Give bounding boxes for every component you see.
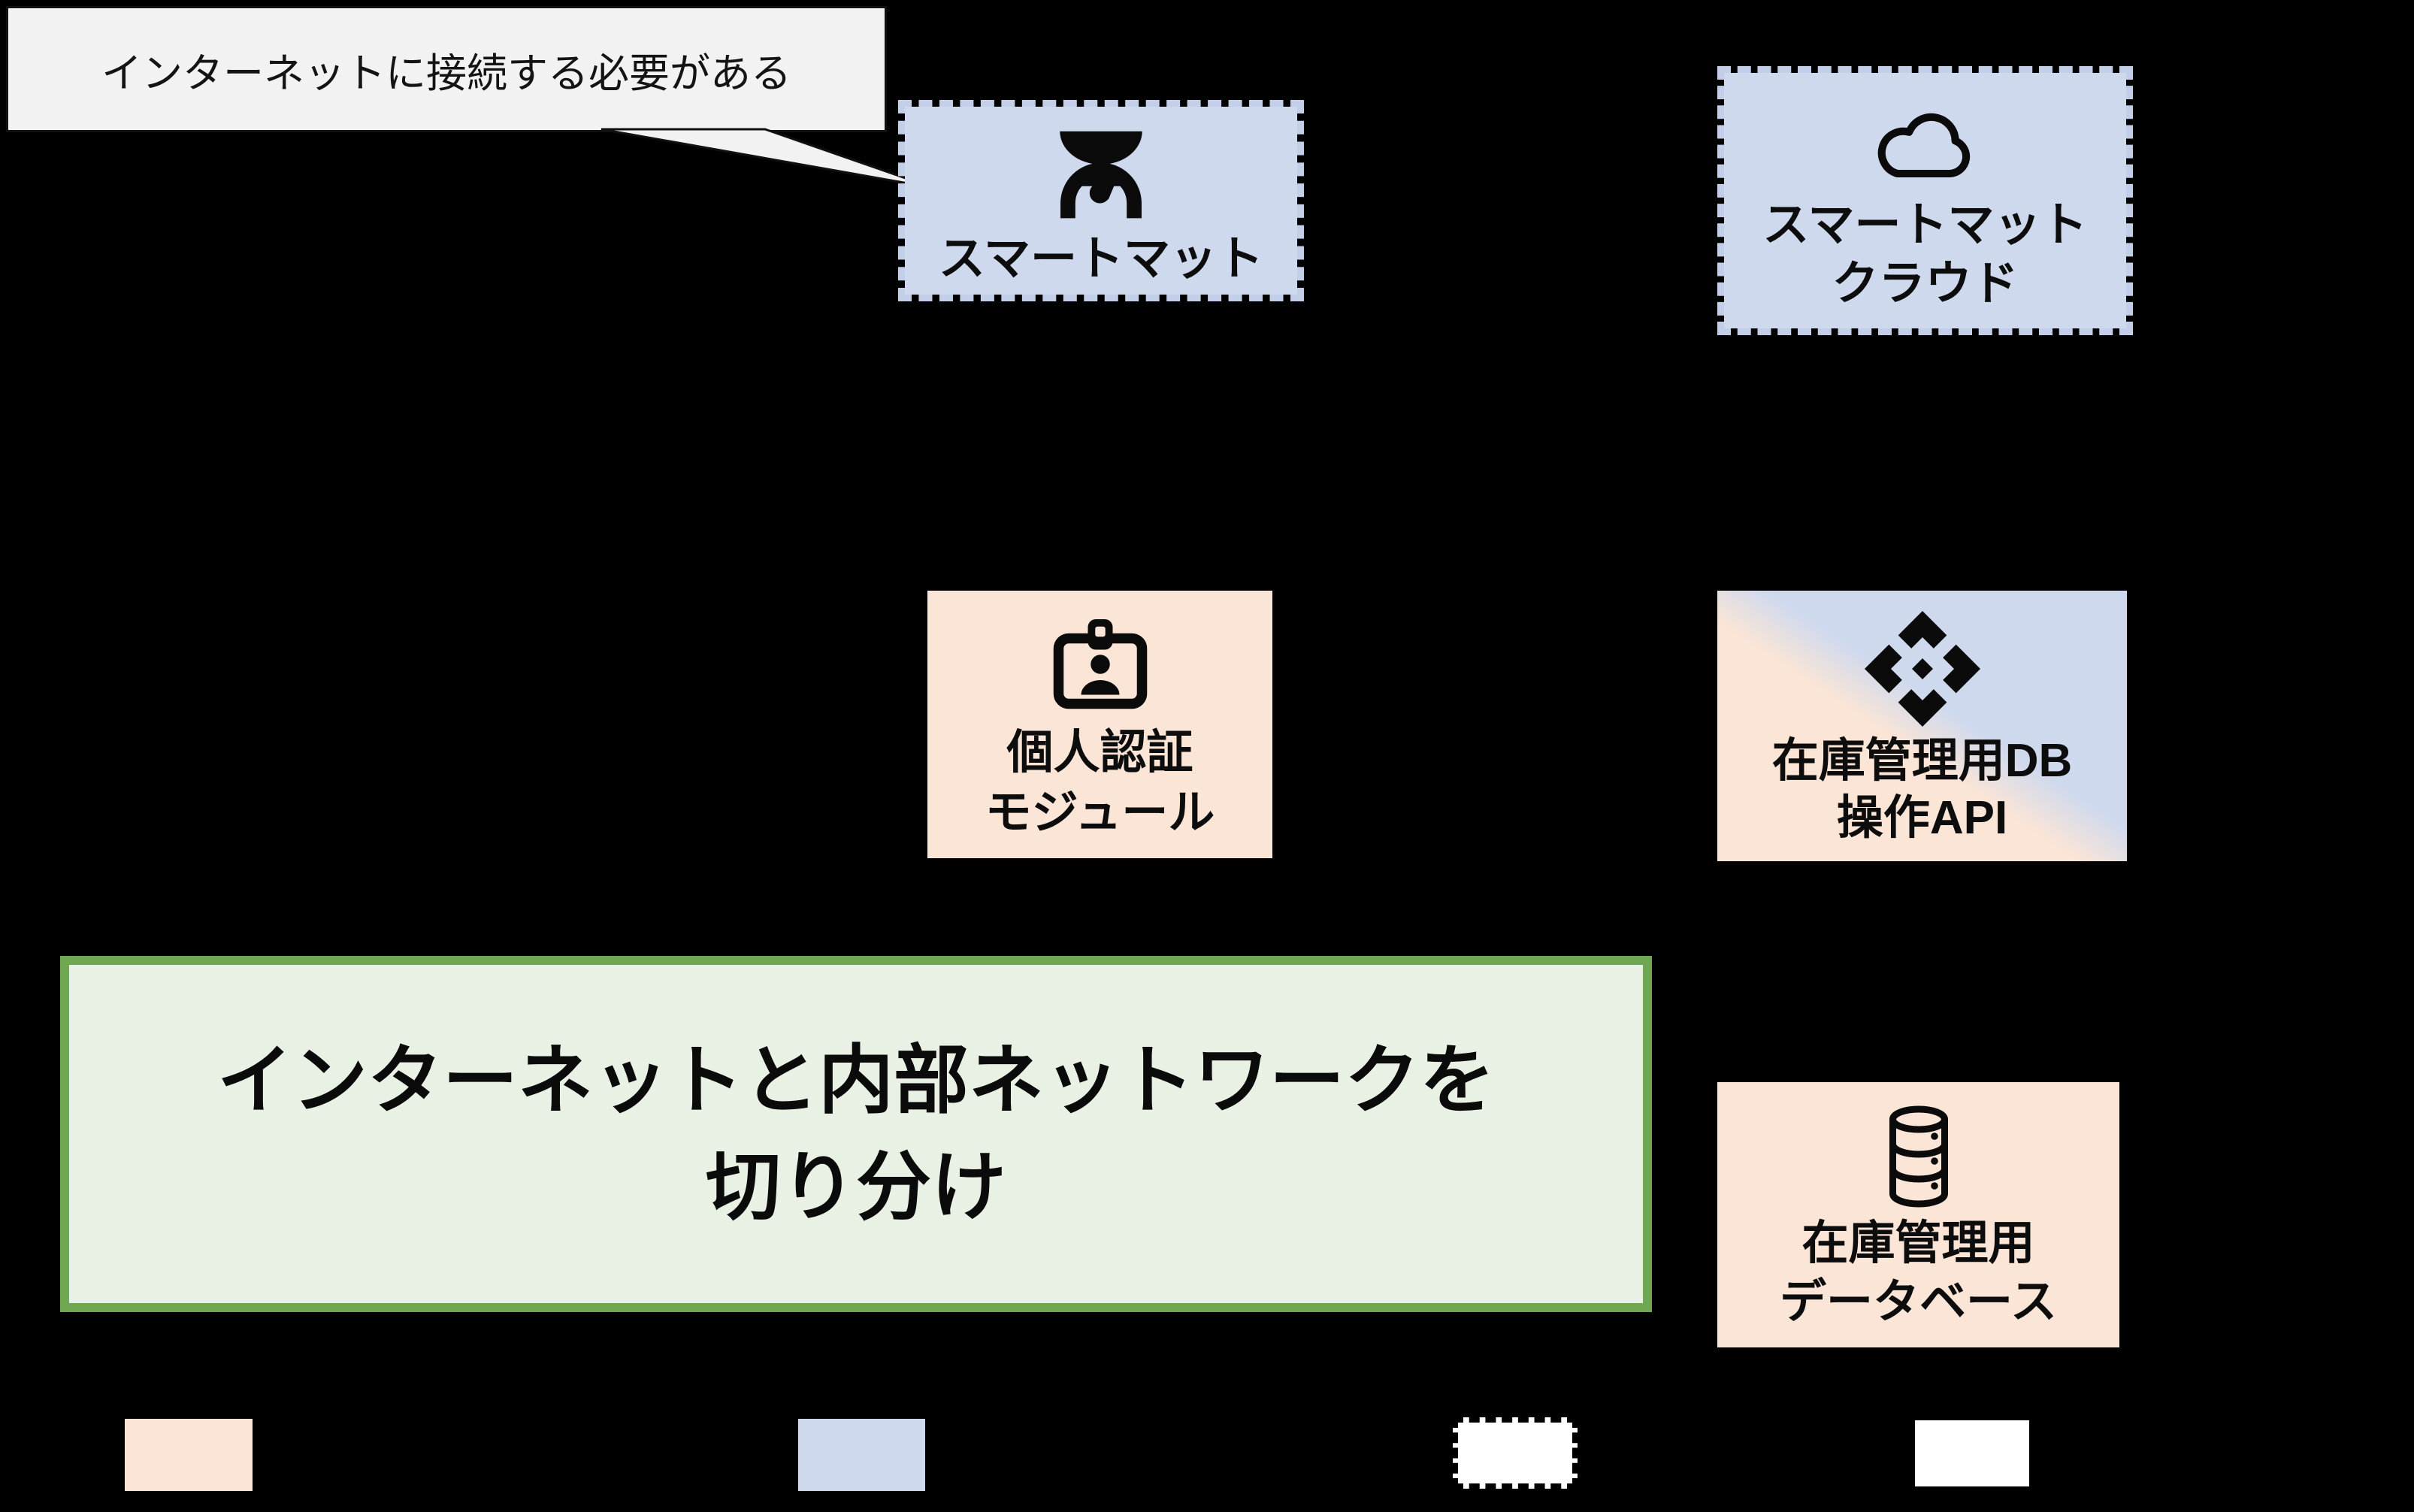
node-smart-mat-label: スマートマット	[938, 233, 1264, 285]
annotation-line2: 切り分け	[706, 1145, 1006, 1229]
node-inventory-db-api: 在庫管理用DB 操作API	[1717, 591, 2127, 861]
node-smart-mat: スマートマット	[898, 100, 1304, 301]
callout-text: インターネットに接続する必要がある	[101, 50, 791, 96]
id-badge-icon	[1053, 619, 1147, 709]
node-inventory-db-api-label-line1: 在庫管理用DB	[1771, 735, 2073, 787]
scale-icon	[1060, 131, 1142, 219]
node-inventory-db-label-line1: 在庫管理用	[1801, 1217, 2035, 1269]
node-smart-mat-cloud: スマートマット クラウド	[1717, 66, 2133, 335]
legend-peach-swatch	[125, 1419, 253, 1491]
annotation-network-separation: インターネットと内部ネットワークを 切り分け	[60, 956, 1652, 1312]
node-personal-auth-label-line2: モジュール	[985, 787, 1215, 839]
database-icon	[1889, 1105, 1948, 1207]
node-inventory-db: 在庫管理用 データベース	[1717, 1082, 2119, 1347]
node-smart-mat-cloud-label-line2: クラウド	[1832, 258, 2019, 310]
cloud-icon	[1877, 113, 1970, 178]
callout-tail	[600, 128, 934, 189]
node-personal-auth: 個人認証 モジュール	[927, 591, 1272, 858]
callout-bubble: インターネットに接続する必要がある	[6, 6, 887, 132]
api-icon	[1864, 611, 1980, 727]
legend-blue-swatch	[798, 1419, 925, 1491]
annotation-line1: インターネットと内部ネットワークを	[217, 1039, 1495, 1123]
legend-white-swatch	[1915, 1420, 2029, 1486]
node-smart-mat-cloud-label-line1: スマートマット	[1762, 199, 2088, 251]
node-personal-auth-label-line1: 個人認証	[1006, 727, 1193, 779]
legend-white-dashed-swatch	[1453, 1417, 1578, 1489]
node-inventory-db-api-label-line2: 操作API	[1836, 792, 2008, 844]
node-inventory-db-label-line2: データベース	[1780, 1275, 2057, 1328]
